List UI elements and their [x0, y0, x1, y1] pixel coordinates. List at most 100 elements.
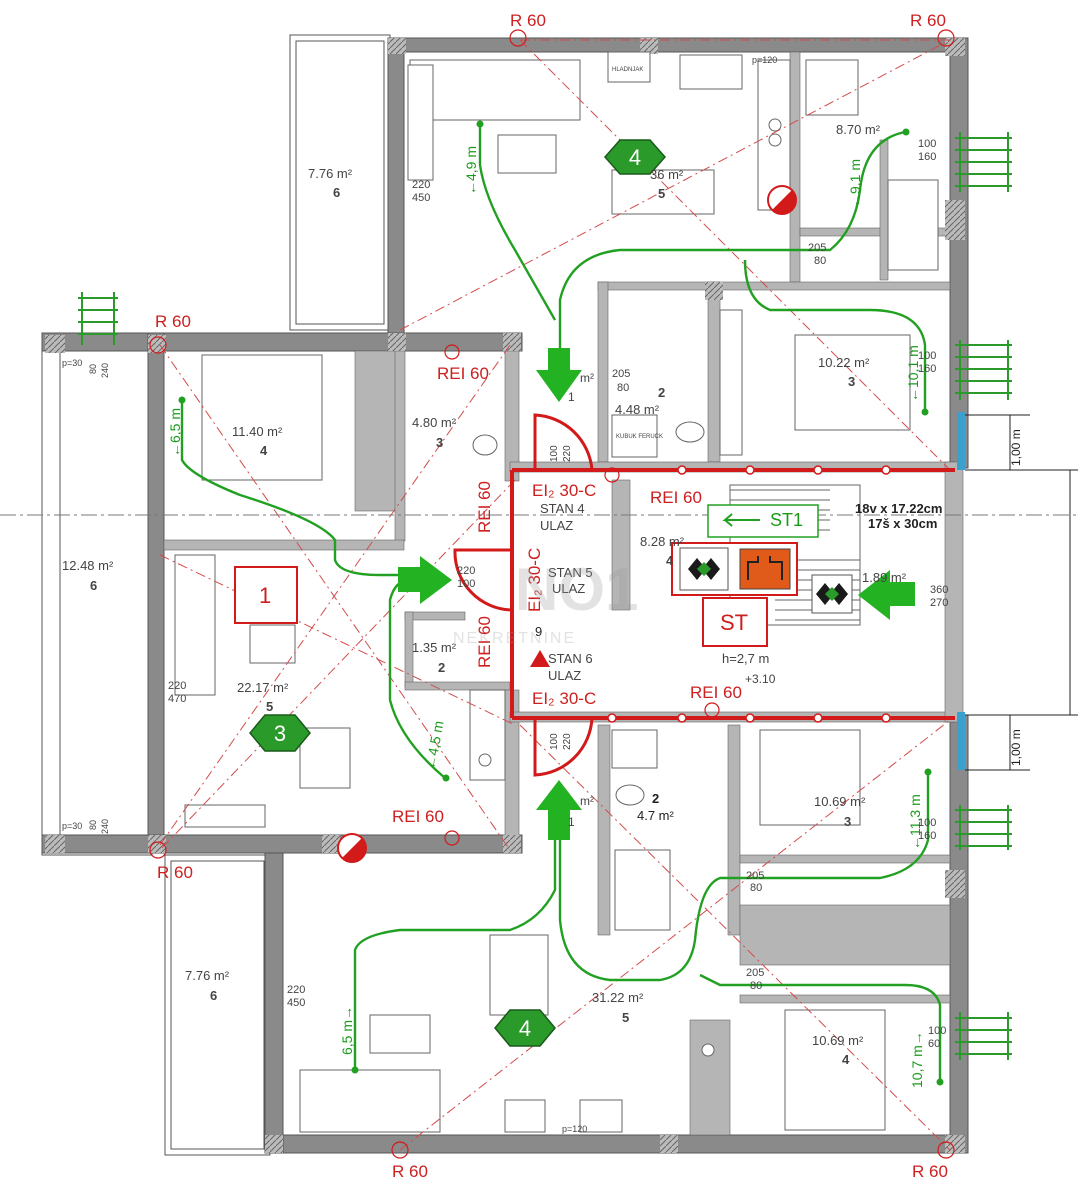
label-rei60: REI 60: [475, 616, 494, 668]
door-dim: 205: [612, 368, 630, 380]
exit-arrow-tail: [548, 840, 559, 850]
marker-circle: [509, 29, 527, 47]
room-area: 31.22 m²: [592, 990, 644, 1005]
sofa-top: [409, 59, 581, 121]
toilet-west: [472, 434, 498, 456]
diagonal: [519, 39, 951, 471]
parapet: p=30: [62, 821, 82, 831]
room-number: 5: [266, 699, 273, 714]
stan-label: ULAZ: [540, 518, 573, 533]
hexagon-4-top: [603, 139, 667, 175]
exit-arrow-down: [536, 348, 582, 402]
wall-bath4-left: [597, 724, 611, 936]
room-area: 7.76 m²: [308, 166, 353, 181]
balcony-top-left: [289, 34, 391, 331]
route-start: [921, 408, 929, 416]
column: [660, 1135, 678, 1153]
route-bottom-bed2: [699, 973, 942, 1080]
room-area: 10.22 m²: [818, 355, 870, 370]
marker-circle: [444, 344, 460, 360]
room-area: 4.48 m²: [615, 402, 660, 417]
window-dim: 360: [930, 584, 948, 596]
sprinkler-node: [813, 713, 823, 723]
ladder-right-4: [955, 1012, 1012, 1060]
sprinkler-node: [607, 713, 617, 723]
room-area: 8.28 m²: [640, 534, 685, 549]
wall-bath2-right: [707, 281, 721, 463]
hexagon-4-bottom: [494, 1009, 556, 1047]
route-start: [442, 774, 450, 782]
fire-door-top: [533, 413, 594, 471]
door-dim: 80: [750, 980, 762, 992]
door-dim: 80: [814, 255, 826, 267]
balcony-west-inner: [59, 349, 151, 841]
wall-bath4-right: [727, 724, 741, 936]
sprinkler-node: [881, 465, 891, 475]
room-number: 6: [210, 988, 217, 1003]
stair-spec: 17š x 30cm: [868, 516, 937, 531]
wall-room3-left: [394, 350, 406, 542]
route-west-bed: [180, 402, 410, 577]
door-dim: 80: [617, 382, 629, 394]
watermark: NO1 NEKRETNINE: [453, 556, 638, 647]
coffee-table-top: [497, 134, 557, 174]
parapet-dim: 80: [88, 820, 98, 830]
sprinkler-node: [881, 713, 891, 723]
hexagon-number: 3: [274, 721, 286, 746]
label-rei60: REI 60: [690, 683, 742, 702]
window-dim: 220: [168, 680, 186, 692]
room-area: 4.80 m²: [412, 415, 457, 430]
sprinkler-node: [677, 465, 687, 475]
route-length: 6,5 m→: [339, 1006, 355, 1055]
fridge-top: [607, 51, 651, 83]
window-dim: 160: [918, 151, 936, 163]
room-number: 2: [438, 660, 445, 675]
washer-bottom: [611, 729, 658, 769]
wall-top-block-west: [387, 37, 405, 349]
ladders: [78, 132, 1012, 1060]
wall-west-outer: [147, 332, 165, 854]
wall-east-lower: [949, 714, 969, 1154]
wall-bath135-bottom: [404, 681, 511, 691]
fridge-bottom: [504, 1099, 546, 1133]
room-area: m²: [580, 794, 594, 808]
label-r60: R 60: [510, 11, 546, 30]
room-number: 4: [842, 1052, 850, 1067]
watermark-logo: NO1: [515, 556, 638, 623]
route-start: [476, 120, 484, 128]
window-dim: 160: [918, 363, 936, 375]
column: [388, 38, 406, 54]
st1-arrow-icon: [722, 513, 760, 527]
diagonal: [159, 344, 511, 846]
hexagon-number: 4: [629, 145, 641, 170]
door-labels: 205 80 205 80 205 80 205 80 220 100: [457, 242, 826, 992]
furniture: [174, 51, 939, 1133]
sofa-west: [174, 554, 216, 696]
route-start: [902, 128, 910, 136]
fire-zones: [0, 39, 1078, 1151]
room-number: 3: [848, 374, 855, 389]
hob-west: [478, 753, 492, 767]
label-r60: R 60: [157, 863, 193, 882]
door-height: 220: [562, 733, 573, 750]
r60-markers: [149, 29, 955, 1159]
hob-top: [768, 118, 782, 132]
label-r60: R 60: [155, 312, 191, 331]
blue-strip: [957, 412, 965, 470]
marker-circle: [604, 467, 620, 483]
hob-bottom: [701, 1043, 715, 1057]
column: [45, 835, 65, 853]
room-number: 1: [568, 815, 575, 829]
bed-11-40: [201, 354, 323, 481]
marker-circle: [149, 336, 167, 354]
extinguisher-icon: [772, 190, 797, 215]
wall-mid-upper: [597, 281, 951, 291]
exit-arrows: [398, 348, 915, 850]
door-dim: 205: [808, 242, 826, 254]
door-height: 100: [549, 733, 560, 750]
column: [265, 1135, 283, 1153]
window-dim: 100: [918, 138, 936, 150]
appliance-label: HLADNJAK: [612, 67, 643, 73]
wall-bed3-bottom: [739, 854, 951, 864]
dimension-label: 1,00 m: [1009, 429, 1023, 466]
